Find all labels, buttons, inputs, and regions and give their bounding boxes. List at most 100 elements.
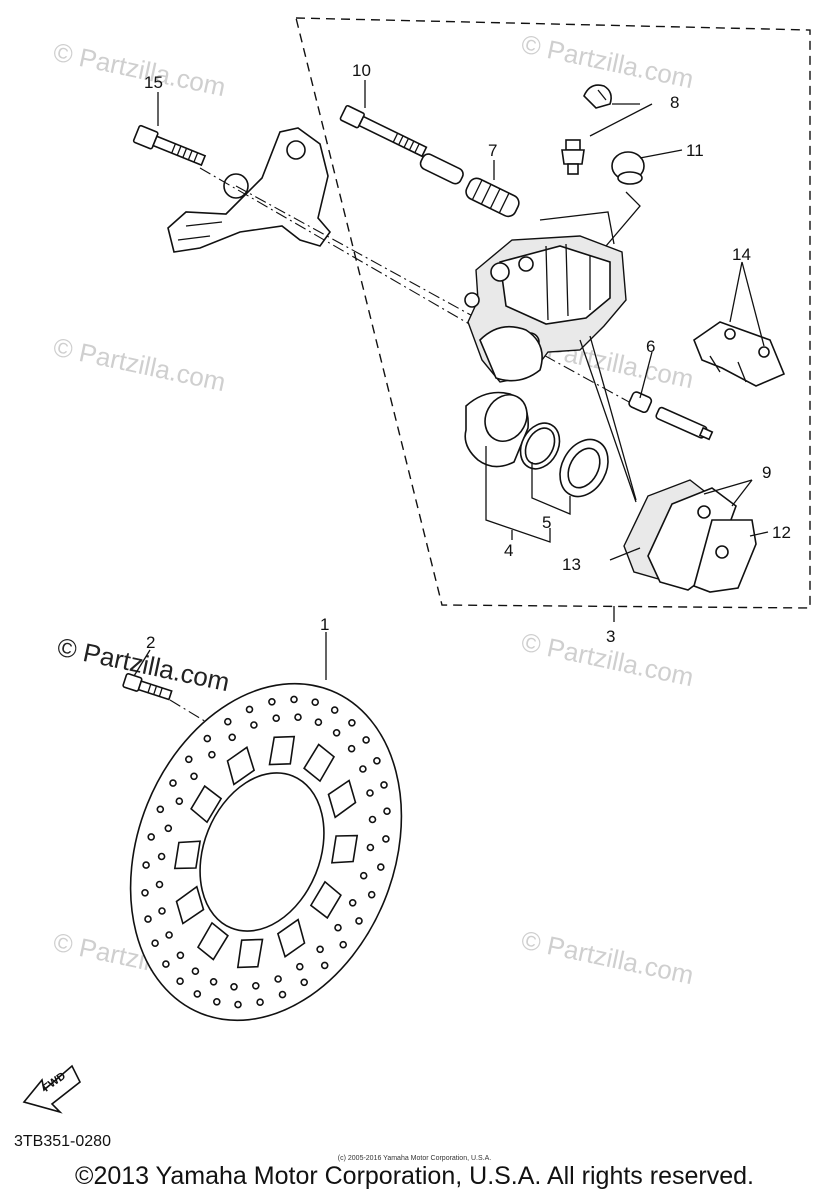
pin-sleeve <box>419 153 464 185</box>
caliper-body <box>464 235 627 383</box>
disc-hole <box>169 779 177 787</box>
disc-hole <box>164 824 173 833</box>
disc-hole <box>383 807 391 816</box>
disc-hole <box>176 951 185 960</box>
disc-hole <box>185 755 193 764</box>
disc-hole <box>151 939 159 948</box>
disc-hole <box>348 718 356 727</box>
callout-1: 1 <box>320 615 329 634</box>
disc-hole <box>191 967 200 976</box>
leader-line <box>609 547 641 561</box>
callout-9: 9 <box>762 463 771 482</box>
disc-hole <box>268 697 276 706</box>
leader-line <box>703 479 753 495</box>
disc-hole <box>348 898 357 907</box>
disc-hole <box>373 756 381 765</box>
callout-15: 15 <box>144 73 163 92</box>
brake-pads-9 <box>623 479 757 593</box>
disc-hole <box>339 940 348 949</box>
leader-line <box>531 462 571 515</box>
callout-13: 13 <box>562 555 581 574</box>
disc-hole <box>213 997 221 1006</box>
disc-hole <box>359 871 368 880</box>
disc-hole <box>155 880 164 889</box>
disc-hole <box>380 781 388 789</box>
disc-hole <box>252 981 260 990</box>
disc-hole <box>162 960 170 968</box>
watermark: © Partzilla.com <box>519 29 697 95</box>
boot-7 <box>465 177 520 218</box>
callout-11: 11 <box>686 141 704 160</box>
disc-slot <box>175 885 205 925</box>
callout-6: 6 <box>646 337 655 356</box>
disc-hole <box>330 706 339 714</box>
disc-hole <box>278 990 287 999</box>
callout-12: 12 <box>772 523 791 542</box>
disc-hole <box>366 843 375 852</box>
brake-disc-1 <box>129 682 403 1022</box>
disc-hole <box>256 998 264 1007</box>
assembly-axis-line <box>199 167 491 337</box>
callout-10: 10 <box>352 61 371 80</box>
callout-7: 7 <box>488 141 497 160</box>
leader-line <box>749 531 769 537</box>
disc-hole <box>175 797 184 806</box>
leader-line <box>639 351 653 399</box>
leader-line <box>729 261 765 347</box>
pin-6 <box>628 391 714 441</box>
forward-direction-arrow: FWD <box>22 1064 82 1114</box>
disc-hole <box>230 982 238 991</box>
disc-slot <box>303 743 336 783</box>
leader-line <box>639 149 683 159</box>
bleed-cap-8 <box>583 84 612 109</box>
bolt-15 <box>132 124 207 167</box>
disc-hole <box>332 728 341 737</box>
leader-line <box>731 479 753 507</box>
callout-5: 5 <box>542 513 551 532</box>
disc-hole <box>311 698 320 707</box>
disc-hole <box>272 714 281 723</box>
disc-hole <box>366 789 374 797</box>
leader-line <box>539 211 615 245</box>
disc-hole <box>203 734 212 743</box>
disc-hole <box>156 805 165 814</box>
disc-slot <box>268 735 296 766</box>
leader-line <box>605 191 641 247</box>
disc-hole <box>320 961 329 970</box>
disc-hole <box>147 833 155 841</box>
disc-hole <box>367 890 376 899</box>
disc-hole <box>224 717 232 726</box>
disc-hole <box>300 978 309 987</box>
watermark: © Partzilla.com <box>519 925 697 991</box>
disc-slot <box>327 779 357 819</box>
disc-hole <box>158 907 166 915</box>
disc-hole <box>193 990 202 998</box>
disc-hole <box>209 977 218 986</box>
bolt-10 <box>339 104 428 158</box>
disc-hole <box>368 815 377 824</box>
plug-11 <box>611 151 645 185</box>
callout-3: 3 <box>606 627 615 646</box>
disc-hole <box>245 705 254 714</box>
disc-hole <box>234 1000 242 1009</box>
bolt-2 <box>122 673 173 701</box>
leader-line <box>589 103 653 137</box>
disc-hole <box>250 721 258 729</box>
disc-hole <box>142 861 150 869</box>
seal-5 <box>519 422 561 470</box>
callout-2: 2 <box>146 633 155 652</box>
piston-4 <box>464 391 529 468</box>
disc-hole <box>290 695 298 704</box>
leader-line <box>133 649 151 677</box>
disc-slots <box>173 735 359 969</box>
disc-hole <box>295 962 304 971</box>
disc-hole <box>274 975 282 983</box>
disc-hole <box>190 772 198 781</box>
disc-hole <box>314 718 323 727</box>
disc-slot <box>190 784 223 824</box>
disc-hole <box>359 765 367 773</box>
disc-hole <box>157 852 166 861</box>
callout-4: 4 <box>504 541 513 560</box>
watermark: © Partzilla.com <box>51 37 229 103</box>
